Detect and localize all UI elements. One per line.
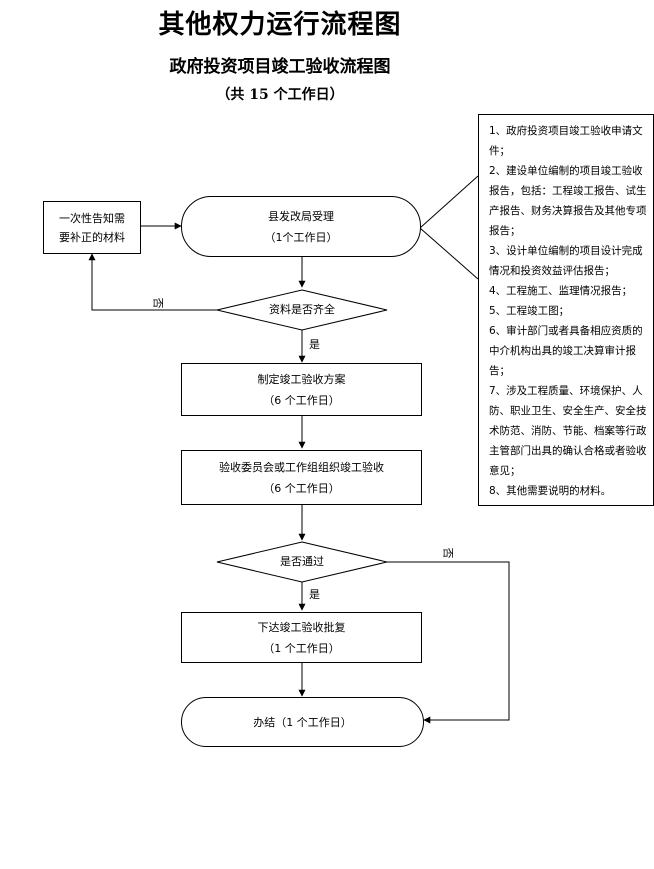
node-approve-title: 下达竣工验收批复 [257, 620, 346, 634]
page-title: 其他权力运行流程图 [158, 10, 402, 40]
requirement-item-3: 3、设计单位编制的项目设计完成情况和投资效益评估报告； [489, 245, 643, 277]
node-inspect-title: 验收委员会或工作组组织竣工验收 [219, 460, 384, 474]
label-no-materials: 否 [151, 297, 165, 309]
requirement-item-6: 6、审计部门或者具备相应资质的中介机构出具的竣工决算审计报告； [489, 325, 643, 377]
bracket-line-top [419, 175, 479, 229]
node-finish: 办结（1 个工作日） [181, 697, 424, 747]
node-plan: 制定竣工验收方案 （6 个工作日） [181, 363, 422, 416]
arrow-materials-no [88, 253, 217, 311]
decision-pass-text: 是否通过 [280, 555, 324, 568]
node-inspect: 验收委员会或工作组组织竣工验收 （6 个工作日） [181, 450, 422, 505]
requirements-list: 1、政府投资项目竣工验收申请文件； 2、建设单位编制的项目竣工验收报告，包括：工… [478, 114, 654, 506]
requirement-item-8: 8、其他需要说明的材料。 [489, 485, 612, 497]
node-finish-text: 办结（1 个工作日） [253, 715, 352, 729]
node-notice: 一次性告知需 要补正的材料 [43, 201, 141, 254]
requirement-item-1: 1、政府投资项目竣工验收申请文件； [489, 125, 643, 157]
label-yes-pass: 是 [309, 588, 320, 601]
flowchart-title: 政府投资项目竣工验收流程图 [169, 57, 391, 77]
node-inspect-duration: （6 个工作日） [263, 481, 340, 495]
arrow-pass-no [387, 561, 510, 724]
requirement-item-4: 4、工程施工、监理情况报告； [489, 285, 633, 297]
requirement-item-7: 7、涉及工程质量、环境保护、人防、职业卫生、安全生产、安全技术防范、消防、节能、… [489, 385, 647, 477]
total-duration: （共 15 个工作日） [216, 87, 344, 103]
requirement-item-2: 2、建设单位编制的项目竣工验收报告，包括：工程竣工报告、试生产报告、财务决算报告… [489, 165, 647, 237]
node-notice-line2: 要补正的材料 [59, 230, 125, 244]
label-no-pass: 否 [441, 547, 455, 559]
node-accept-duration: （1个工作日） [264, 230, 338, 244]
node-accept-title: 县发改局受理 [268, 209, 334, 223]
node-approve-duration: （1 个工作日） [263, 641, 340, 655]
node-approve: 下达竣工验收批复 （1 个工作日） [181, 612, 422, 663]
node-accept: 县发改局受理 （1个工作日） [181, 196, 421, 257]
decision-materials-text: 资料是否齐全 [269, 303, 335, 316]
label-yes-materials: 是 [309, 338, 320, 351]
node-plan-title: 制定竣工验收方案 [257, 372, 346, 386]
requirement-item-5: 5、工程竣工图； [489, 305, 570, 317]
node-plan-duration: （6 个工作日） [263, 393, 340, 407]
node-notice-line1: 一次性告知需 [59, 211, 125, 225]
bracket-line-bottom [419, 227, 479, 280]
